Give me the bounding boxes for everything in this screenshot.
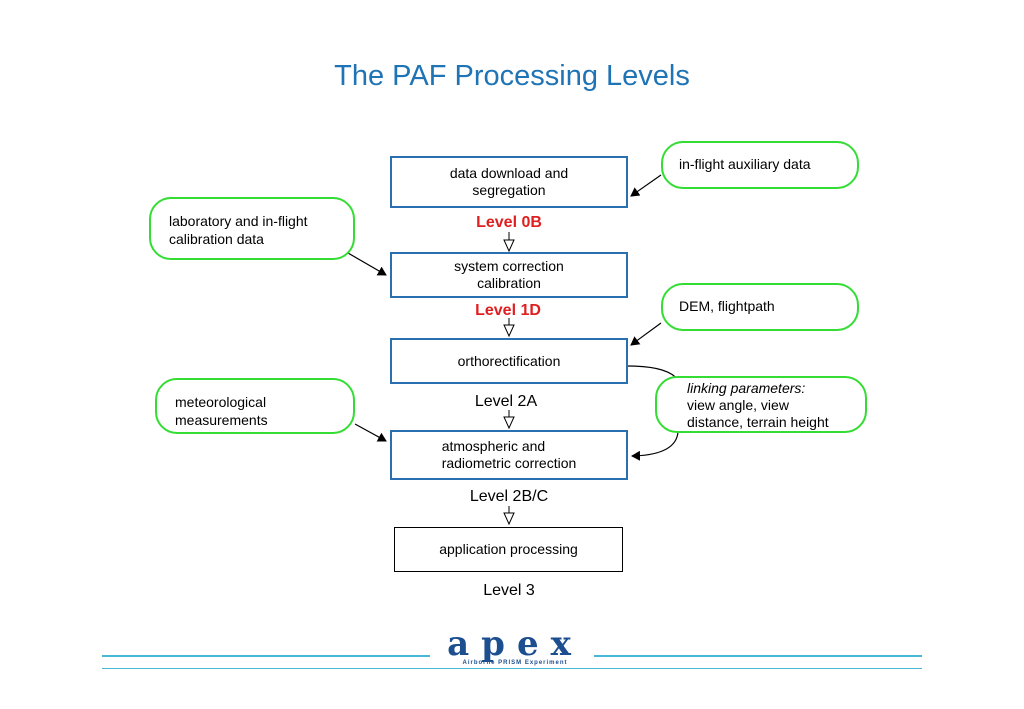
arrow-dem — [630, 322, 662, 346]
footer-rule-thin — [102, 668, 922, 669]
level-0b: Level 0B — [476, 214, 542, 231]
arrow-inflight — [630, 174, 662, 197]
logo-tagline: Airborne PRISM Experiment — [462, 660, 568, 666]
footer-rule-right — [594, 655, 922, 657]
arrow-lab — [347, 252, 387, 276]
input-dem-flightpath: DEM, flightpath — [661, 283, 859, 331]
input-inflight-auxiliary: in-flight auxiliary data — [661, 141, 859, 189]
flow-arrow-2bc — [503, 506, 515, 526]
apex-logo: apex Airborne PRISM Experiment — [440, 626, 590, 672]
arrow-meteo — [354, 423, 387, 442]
footer-rule-left — [102, 655, 430, 657]
level-3: Level 3 — [483, 582, 535, 599]
flow-arrow-2a — [503, 410, 515, 430]
flow-arrow-1d — [503, 318, 515, 338]
logo-letters: apex — [447, 624, 583, 664]
box-orthorectification: orthorectification — [390, 338, 628, 384]
level-2bc: Level 2B/C — [469, 488, 549, 505]
level-1d: Level 1D — [475, 302, 541, 319]
page-title: The PAF Processing Levels — [334, 60, 690, 92]
box-application-processing: application processing — [394, 527, 623, 572]
input-linking-parameters: linking parameters: view angle, view dis… — [655, 376, 867, 433]
arrow-linking-to-atmo — [631, 431, 679, 461]
flow-arrow-0b — [503, 232, 515, 253]
level-2a: Level 2A — [474, 393, 538, 410]
